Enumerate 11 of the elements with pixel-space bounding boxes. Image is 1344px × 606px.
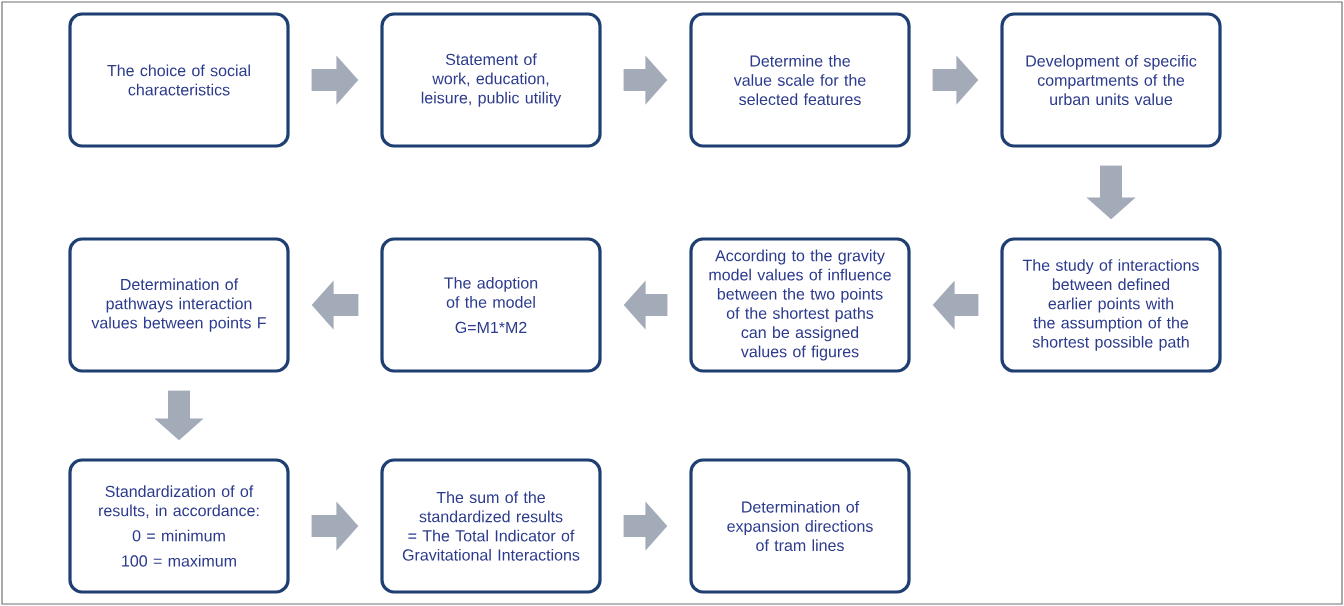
process-box: The sum of the standardized results = The Total Indicator of Gravitational Interactions bbox=[380, 458, 602, 594]
process-box: According to the gravity model values of influence between the two points of the shortest paths can be assigned values of figures bbox=[689, 237, 911, 373]
process-box: The study of interactions between defined earlier points with the assumption of the shortest possible path bbox=[1000, 237, 1222, 373]
process-box: Determination of pathways interaction values between points F bbox=[68, 237, 290, 373]
process-box: The choice of social characteristics bbox=[68, 12, 290, 148]
process-box: Standardization of of results, in accordance: 0 = minimum 100 = maximum bbox=[68, 458, 290, 594]
process-box: Development of specific compartments of the urban units value bbox=[1000, 12, 1222, 148]
process-box: Determine the value scale for the selected features bbox=[689, 12, 911, 148]
process-box: The adoption of the model G=M1*M2 bbox=[380, 237, 602, 373]
process-box: Statement of work, education, leisure, public utility bbox=[380, 12, 602, 148]
process-box: Determination of expansion directions of tram lines bbox=[689, 458, 911, 594]
